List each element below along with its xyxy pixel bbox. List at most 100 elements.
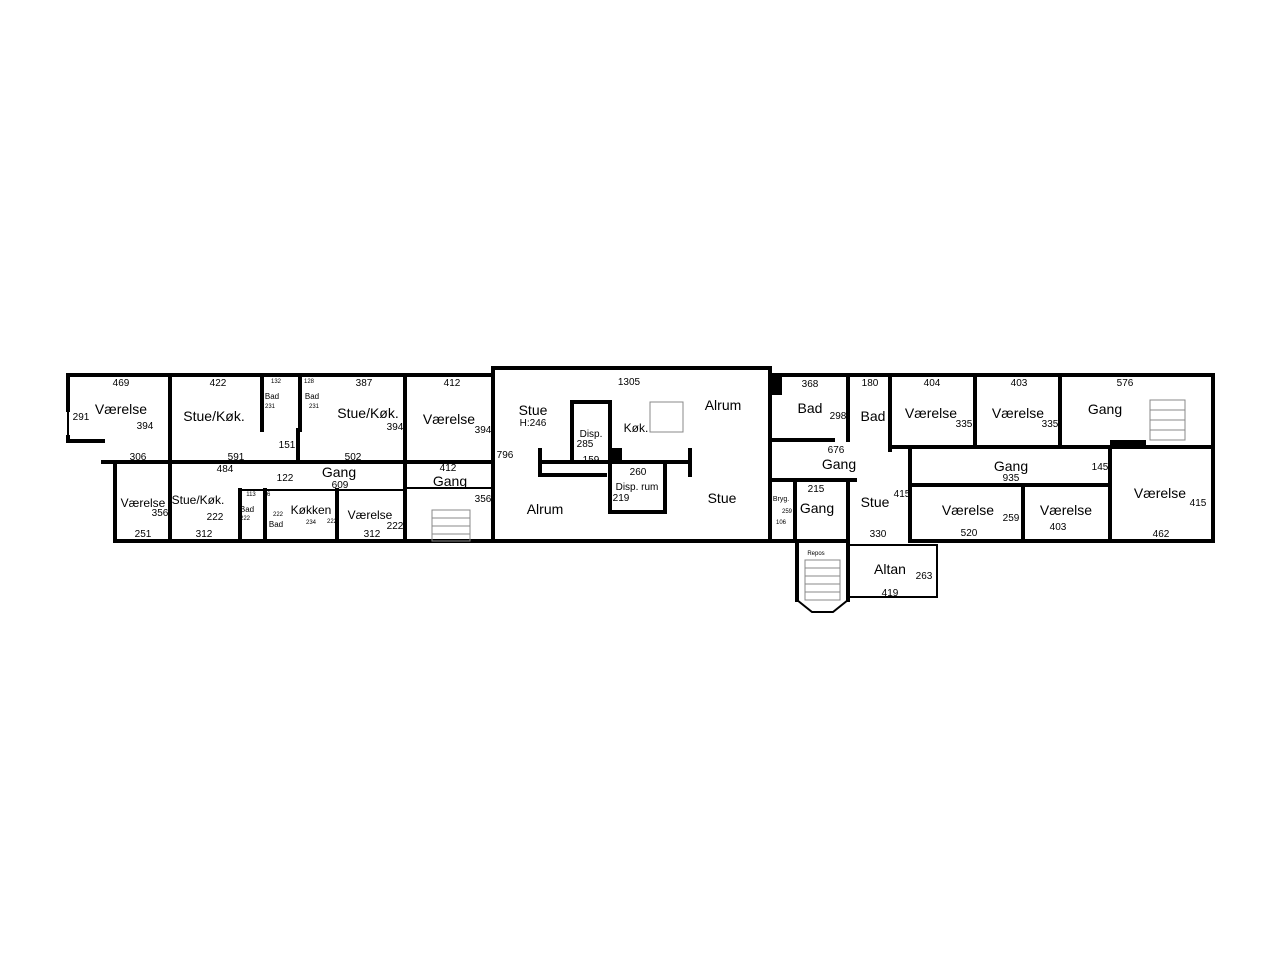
- room-name: Bad: [861, 408, 886, 424]
- room-name: Gang: [800, 500, 834, 516]
- dimension: 312: [196, 529, 213, 540]
- dimension: 215: [808, 484, 825, 495]
- dimension: 415: [894, 489, 911, 500]
- room-name: Køk.: [624, 421, 649, 435]
- dimension: 356: [152, 508, 169, 519]
- dimension: 128: [304, 379, 315, 385]
- room-name: Værelse: [348, 508, 393, 522]
- dimension: 231: [265, 404, 276, 410]
- dimension: 86: [264, 492, 271, 498]
- dimension: 330: [870, 529, 887, 540]
- dimension: 263: [916, 571, 933, 582]
- dimension: 1305: [618, 377, 641, 388]
- dimension: 122: [277, 473, 294, 484]
- dimension: 306: [130, 452, 147, 463]
- dimension: 312: [364, 529, 381, 540]
- dimension: 591: [228, 452, 245, 463]
- room-name: Disp.: [580, 429, 603, 440]
- dimension: 222: [273, 512, 284, 518]
- dimension: 260: [630, 467, 647, 478]
- room-name: Bryg.: [773, 496, 789, 503]
- dimension: 394: [387, 422, 404, 433]
- dimension: 394: [137, 421, 154, 432]
- dimension: 159: [583, 455, 600, 466]
- dimension: 222: [207, 512, 224, 523]
- dimension: 113: [246, 492, 256, 498]
- dimension: 285: [577, 439, 594, 450]
- room-name: Stue/Køk.: [183, 408, 244, 424]
- room-name: Stue/Køk.: [172, 493, 225, 507]
- room-name: Repos: [807, 551, 824, 557]
- room-name: Værelse: [1134, 485, 1186, 501]
- room-name: Bad: [798, 400, 823, 416]
- dimension: 368: [802, 379, 819, 390]
- room-name: Stue: [861, 494, 890, 510]
- dimension: 412: [440, 463, 457, 474]
- room-name: Værelse: [992, 405, 1044, 421]
- dimension: 394: [475, 425, 492, 436]
- dimension: 469: [113, 378, 130, 389]
- chimney: [770, 375, 782, 395]
- room-labels: 469 Værelse 291 394 306 422 Stue/Køk. 59…: [73, 377, 1207, 599]
- dimension: 132: [271, 379, 282, 385]
- chimney: [1110, 440, 1146, 448]
- room-name: Bad: [269, 520, 283, 529]
- room-name: Gang: [322, 464, 356, 480]
- dimension: 251: [135, 529, 152, 540]
- dimension: 676: [828, 445, 845, 456]
- room-name: Gang: [1088, 401, 1122, 417]
- dimension: 106: [776, 520, 787, 526]
- room-name: Køkken: [291, 503, 332, 517]
- dimension: 502: [345, 452, 362, 463]
- dimension: 796: [497, 450, 514, 461]
- dimension: 298: [830, 411, 847, 422]
- room-name: Værelse: [905, 405, 957, 421]
- dimension: 404: [924, 378, 941, 389]
- dimension: 291: [73, 412, 90, 423]
- dimension: 403: [1011, 378, 1028, 389]
- dimension: 259: [1003, 513, 1020, 524]
- room-name: Gang: [433, 473, 467, 489]
- room-name: Bad: [305, 392, 319, 401]
- dimension: 422: [210, 378, 227, 389]
- dimension: 609: [332, 480, 349, 491]
- room-name: Stue/Køk.: [337, 405, 398, 421]
- dimension: 145: [1092, 462, 1109, 473]
- room-name: Bad: [265, 392, 279, 401]
- room-name: Gang: [994, 458, 1028, 474]
- walls: [66, 366, 1215, 613]
- room-name: Værelse: [423, 411, 475, 427]
- room-name: Værelse: [95, 401, 147, 417]
- dimension: 403: [1050, 522, 1067, 533]
- dimension: 484: [217, 464, 234, 475]
- dimension: 219: [613, 493, 630, 504]
- dimension: 935: [1003, 473, 1020, 484]
- dimension: 259: [782, 509, 793, 515]
- dimension: 222: [240, 516, 251, 522]
- room-name: Alrum: [705, 397, 742, 413]
- dimension: 412: [444, 378, 461, 389]
- dimension: 419: [882, 588, 899, 599]
- room-name: Værelse: [942, 502, 994, 518]
- room-name: Altan: [874, 561, 906, 577]
- dimension: 520: [961, 528, 978, 539]
- dimension: 222: [327, 519, 338, 525]
- dimension: 576: [1117, 378, 1134, 389]
- dimension: 231: [309, 404, 320, 410]
- dimension: 462: [1153, 529, 1170, 540]
- ceiling-height: H:246: [520, 418, 547, 429]
- room-name: Stue: [708, 490, 737, 506]
- column: [608, 448, 622, 462]
- room-name: Værelse: [1040, 502, 1092, 518]
- dimension: 415: [1190, 498, 1207, 509]
- dimension: 387: [356, 378, 373, 389]
- dimension: 222: [387, 521, 404, 532]
- room-name: Stue: [519, 402, 548, 418]
- room-name: Værelse: [121, 496, 166, 510]
- room-name: Alrum: [527, 501, 564, 517]
- dimension: 151: [279, 440, 296, 451]
- room-name: Disp. rum: [616, 482, 659, 493]
- dimension: 180: [862, 378, 879, 389]
- dimension: 335: [1042, 419, 1059, 430]
